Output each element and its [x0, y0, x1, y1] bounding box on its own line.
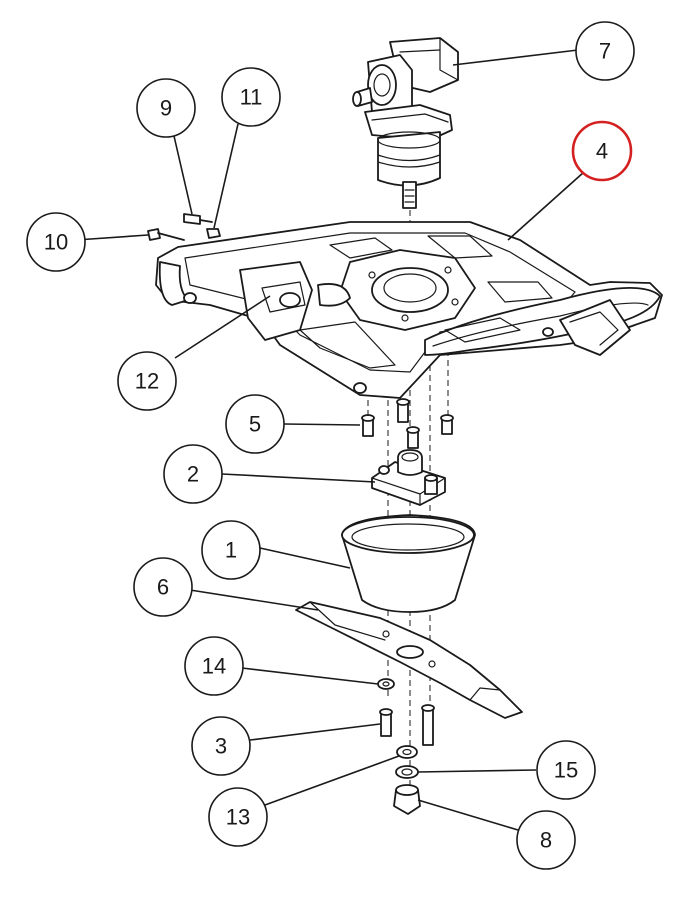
callout-8: 8	[516, 810, 576, 870]
blade-cup-part-1	[341, 514, 476, 613]
callout-2-circle	[163, 444, 223, 504]
callout-11-label: 11	[240, 85, 263, 110]
deck-frame-part	[155, 221, 663, 399]
callout-2: 2	[163, 444, 223, 504]
gearbox-part	[352, 37, 459, 209]
callout-13: 13	[208, 787, 268, 847]
callout-15-circle	[536, 740, 596, 800]
callout-12-circle	[117, 351, 177, 411]
callout-5: 5	[225, 394, 285, 454]
callout-1: 1	[201, 520, 261, 580]
callout-4-circle	[571, 120, 633, 182]
callout-6-label: 6	[157, 575, 169, 600]
callout-1-circle	[201, 520, 261, 580]
washer-part-14	[377, 678, 395, 690]
callout-4-label: 4	[596, 139, 608, 164]
callout-3-label: 3	[215, 734, 227, 759]
callout-14: 14	[184, 636, 244, 696]
callout-15: 15	[536, 740, 596, 800]
callout-3-circle	[191, 716, 251, 776]
callout-11-circle	[221, 67, 281, 127]
nut-part-8	[393, 784, 421, 815]
callout-4: 4	[571, 120, 633, 182]
washer-part-15	[395, 765, 419, 779]
washer-part-13	[396, 745, 418, 759]
callout-5-label: 5	[249, 412, 261, 437]
callout-8-label: 8	[540, 828, 552, 853]
callout-11: 11	[221, 67, 281, 127]
blade-part-6	[295, 601, 523, 719]
bolt-part-10	[147, 228, 185, 241]
callout-14-label: 14	[202, 654, 226, 679]
callout-9: 9	[136, 78, 196, 138]
callout-2-label: 2	[187, 462, 199, 487]
callout-7-label: 7	[599, 39, 611, 64]
callout-13-label: 13	[226, 805, 250, 830]
callout-10: 10	[26, 212, 86, 272]
callout-13-circle	[208, 787, 268, 847]
callout-6: 6	[133, 557, 193, 617]
callout-3: 3	[191, 716, 251, 776]
callout-1-label: 1	[225, 538, 237, 563]
callout-15-label: 15	[554, 758, 578, 783]
bolts-part-3	[379, 704, 435, 746]
leader-lines	[75, 49, 585, 831]
callout-6-circle	[133, 557, 193, 617]
callout-5-circle	[225, 394, 285, 454]
screws-part-5	[361, 398, 454, 449]
callout-7: 7	[575, 21, 635, 81]
callout-8-circle	[516, 810, 576, 870]
nut-part-11	[206, 228, 221, 239]
adapter-plate-part-2	[371, 449, 446, 506]
bolt-part-9	[183, 213, 213, 225]
callout-9-circle	[136, 78, 196, 138]
callout-12-label: 12	[135, 369, 159, 394]
callout-7-circle	[575, 21, 635, 81]
callout-12: 12	[117, 351, 177, 411]
callout-10-circle	[26, 212, 86, 272]
callout-10-label: 10	[44, 230, 68, 255]
callout-9-label: 9	[160, 96, 172, 121]
callout-14-circle	[184, 636, 244, 696]
